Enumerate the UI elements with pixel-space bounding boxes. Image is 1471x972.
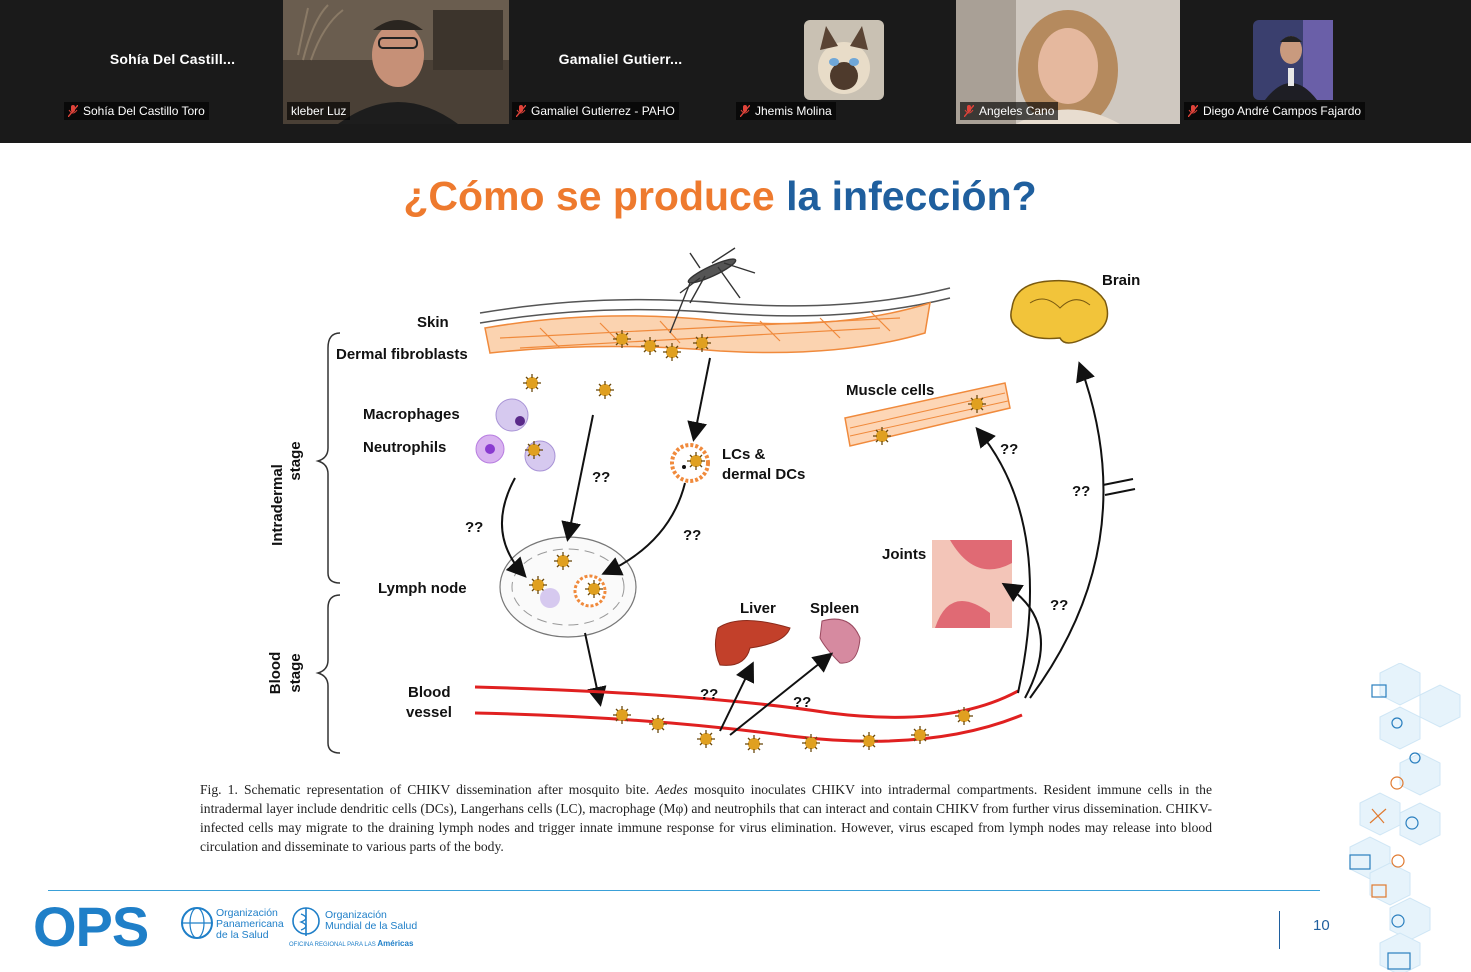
who-regional-americas: Américas [377,939,414,948]
muted-mic-icon [1188,105,1198,117]
participant-name-label: Jhemis Molina [736,102,836,120]
slide-title: ¿Cómo se produce la infección? [0,173,1440,220]
skin-line [479,287,951,314]
label-unknown: ?? [793,694,811,711]
ops-logo: OPS [33,895,149,958]
participant-big-name: Sohía Del Castill... [109,51,236,67]
caption-italic: Aedes [655,782,688,797]
participant-label-text: kleber Luz [291,104,347,118]
participant-name-label: Gamaliel Gutierrez - PAHO [512,102,679,120]
participant-tile-gamaliel[interactable]: Gamaliel Gutierr... Gamaliel Gutierrez -… [508,0,733,124]
participant-name-label: kleber Luz [287,102,351,120]
label-blood-stage-2: stage [287,653,304,692]
label-joints: Joints [882,546,926,563]
label-unknown: ?? [1000,441,1018,458]
slide-title-part1: ¿Cómo se produce [403,173,775,219]
label-liver: Liver [740,600,776,617]
caption-body: mosquito inoculates CHIKV into intraderm… [200,782,1212,854]
footer-divider [48,890,1320,891]
label-lymph-node: Lymph node [378,580,467,597]
hex-icons [1349,684,1421,970]
participant-name-label: Sohía Del Castillo Toro [64,102,209,120]
intradermal-brace [315,332,341,584]
label-dermal-fibroblasts: Dermal fibroblasts [336,346,468,363]
who-org-name: Organización Mundial de la Salud [325,910,417,932]
who-regional-small: OFICINA REGIONAL PARA LAS [289,942,376,948]
participant-tile-diego[interactable]: Diego André Campos Fajardo [1180,0,1405,124]
cat-avatar [804,20,884,100]
label-unknown: ?? [1072,483,1090,500]
page-number-divider [1279,911,1280,949]
participant-label-text: Jhemis Molina [755,104,832,118]
label-skin: Skin [417,314,449,331]
muted-mic-icon [964,105,974,117]
label-intradermal-stage: stage [287,441,304,480]
caption-prefix: Fig. 1. Schematic representation of CHIK… [200,782,656,797]
who-name-line: Organización [325,909,387,921]
brain-illustration [1010,279,1109,344]
paho-name-line: Organización [216,907,278,919]
label-intradermal: Intradermal [269,464,286,546]
label-blood: Blood [408,684,451,701]
label-unknown: ?? [683,527,701,544]
label-unknown: ?? [1050,597,1068,614]
participant-label-text: Sohía Del Castillo Toro [83,104,205,118]
participant-tile-sohia[interactable]: Sohía Del Castill... Sohía Del Castillo … [60,0,285,124]
participant-name-label: Diego André Campos Fajardo [1184,102,1366,120]
hexagon-decoration [1349,663,1461,972]
label-blood-stage-1: Blood [267,652,284,695]
participant-label-text: Diego André Campos Fajardo [1203,104,1362,118]
label-unknown: ?? [700,686,718,703]
participant-tile-angeles[interactable]: Angeles Cano [956,0,1180,124]
mosquito [669,247,756,334]
page-number: 10 [1313,917,1330,934]
who-regional-office: OFICINA REGIONAL PARA LAS Américas [289,939,413,948]
blood-vessel-bottom [474,711,1023,743]
label-muscle-cells: Muscle cells [846,382,934,399]
label-neutrophils: Neutrophils [363,439,446,456]
label-macrophages: Macrophages [363,406,460,423]
muted-mic-icon [516,105,526,117]
liver-illustration [714,620,791,666]
participant-big-name: Gamaliel Gutierr... [558,51,683,67]
participant-tile-kleber[interactable]: kleber Luz [283,0,509,124]
who-name-line: Mundial de la Salud [325,920,418,932]
participant-name-label: Angeles Cano [960,102,1059,120]
label-brain: Brain [1102,272,1140,289]
who-emblem-icon [292,907,320,936]
label-lcs: LCs & [722,446,766,463]
participant-label-text: Angeles Cano [979,104,1055,118]
lymph-node [499,536,637,638]
participant-label-text: Gamaliel Gutierrez - PAHO [531,104,675,118]
blood-vessel-top [474,685,1019,719]
label-spleen: Spleen [810,600,859,617]
figure-caption: Fig. 1. Schematic representation of CHIK… [200,780,1212,856]
skin-line [479,297,951,324]
person-avatar [1253,20,1333,100]
blood-stage-brace [315,594,341,754]
langerhans-cell [670,443,710,483]
paho-emblem-icon [181,907,213,939]
participant-strip: Sohía Del Castill... Sohía Del Castillo … [0,0,1471,143]
label-vessel: vessel [406,704,452,721]
muted-mic-icon [740,105,750,117]
shared-slide: ¿Cómo se produce la infección? [0,143,1471,972]
macrophage-cell [495,398,529,432]
slide-title-part2: la infección? [786,173,1037,219]
label-unknown: ?? [592,469,610,486]
paho-org-name: Organización Panamericana de la Salud [216,908,284,941]
muscle-cells-illustration [844,382,1011,447]
participant-video-kleber [283,0,509,124]
label-unknown: ?? [465,519,483,536]
paho-name-line: Panamericana [216,918,284,930]
paho-name-line: de la Salud [216,929,269,941]
label-dermal-dcs: dermal DCs [722,466,805,483]
muted-mic-icon [68,105,78,117]
participant-tile-jhemis[interactable]: Jhemis Molina [732,0,957,124]
spleen-illustration [819,618,861,664]
chikv-dissemination-figure: Skin Dermal fibroblasts Macrophages Neut… [267,247,1140,754]
